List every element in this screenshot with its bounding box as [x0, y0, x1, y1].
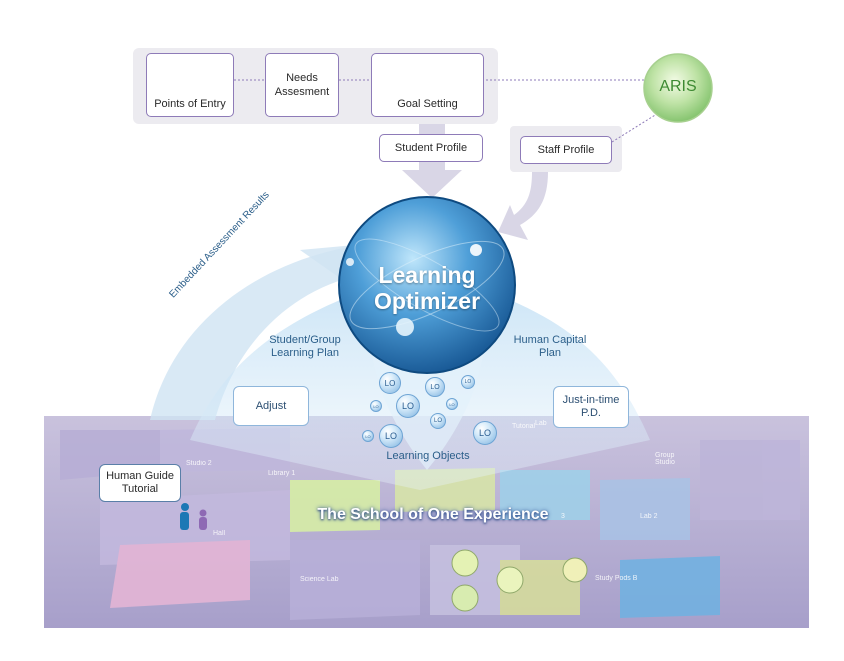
optimizer-line-1: Learning: [378, 262, 476, 288]
room-label: Lab 2: [640, 513, 658, 520]
lo-bubble: LO: [461, 375, 475, 389]
lo-bubble: LO: [379, 424, 403, 448]
human-guide-label: Human Guide Tutorial: [106, 470, 174, 495]
points-of-entry-box: Points of Entry: [146, 53, 234, 117]
orb-highlight-2: [396, 318, 414, 336]
room-label: Tutorial: [512, 423, 536, 430]
room-label: Study Pods B: [595, 575, 638, 582]
room-label: 3: [561, 513, 565, 520]
points-of-entry-label: Points of Entry: [154, 98, 226, 110]
school-title: The School of One Experience: [317, 506, 549, 523]
just-in-time-label: Just-in-time P.D.: [562, 394, 620, 419]
lo-bubble: LO: [370, 400, 382, 412]
needs-assessment-box: Needs Assesment: [265, 53, 339, 117]
staff-connector: [611, 111, 661, 143]
adjust-box: Adjust: [233, 386, 309, 426]
staff-profile-box: Staff Profile: [520, 136, 612, 164]
room-label: Hall: [213, 530, 226, 537]
curved-arrow: [498, 172, 548, 240]
optimizer-title: Learning Optimizer: [340, 262, 514, 314]
human-guide-box: Human Guide Tutorial: [99, 464, 181, 502]
optimizer-line-2: Optimizer: [373, 288, 481, 314]
lo-bubble: LO: [425, 377, 445, 397]
optimizer-orb: [338, 196, 516, 374]
room-label: Library 1: [268, 470, 296, 477]
adjust-label: Adjust: [255, 399, 287, 412]
orbit-ring-1: [349, 240, 505, 330]
room-label: Group Studio: [655, 452, 675, 466]
aris-label: ARIS: [659, 78, 697, 95]
lo-bubble: LO: [396, 394, 420, 418]
just-in-time-box: Just-in-time P.D.: [553, 386, 629, 428]
orb-highlight-1: [470, 244, 482, 256]
human-capital-label: Human Capital Plan: [513, 334, 587, 359]
lo-bubble: LO: [362, 430, 374, 442]
orb-highlight-3: [346, 258, 354, 266]
left-arc-band: [150, 245, 360, 420]
person-icon-guide: [180, 503, 207, 530]
staff-profile-label: Staff Profile: [537, 144, 595, 156]
orbit-ring-2: [354, 238, 500, 332]
lo-bubble: LO: [446, 398, 458, 410]
lo-bubble: LO: [379, 372, 401, 394]
needs-assessment-label: Needs Assesment: [274, 72, 330, 98]
goal-setting-label: Goal Setting: [397, 98, 458, 110]
school-rooms: [60, 428, 800, 620]
room-label: Lab: [535, 420, 547, 427]
student-profile-box: Student Profile: [379, 134, 483, 162]
room-label: Studio 2: [186, 460, 212, 467]
student-plan-label: Student/Group Learning Plan: [269, 334, 341, 359]
study-pods: [451, 549, 588, 612]
lo-bubble: LO: [473, 421, 497, 445]
aris-orb: [643, 53, 713, 123]
lo-bubble: LO: [430, 413, 446, 429]
learning-objects-label: Learning Objects: [386, 450, 470, 462]
student-profile-label: Student Profile: [394, 142, 468, 154]
goal-setting-box: Goal Setting: [371, 53, 484, 117]
room-label: Science Lab: [300, 576, 339, 583]
